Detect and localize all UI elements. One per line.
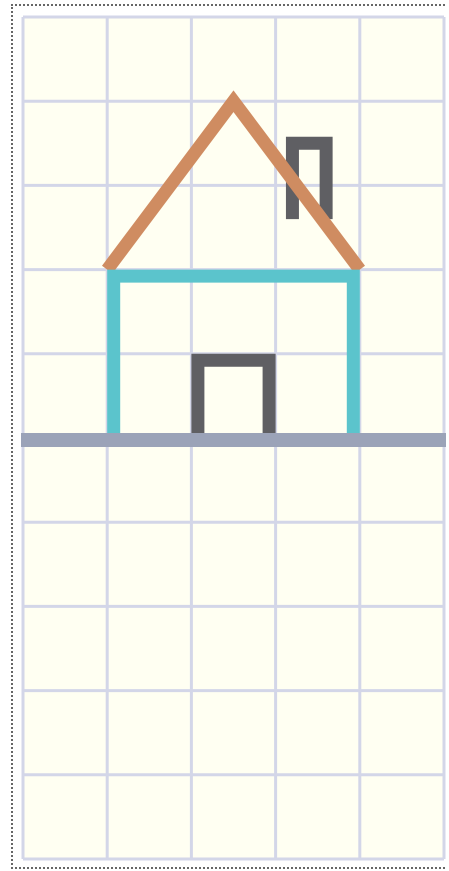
- drawing-stage: [0, 0, 449, 871]
- grid-board[interactable]: [0, 0, 449, 871]
